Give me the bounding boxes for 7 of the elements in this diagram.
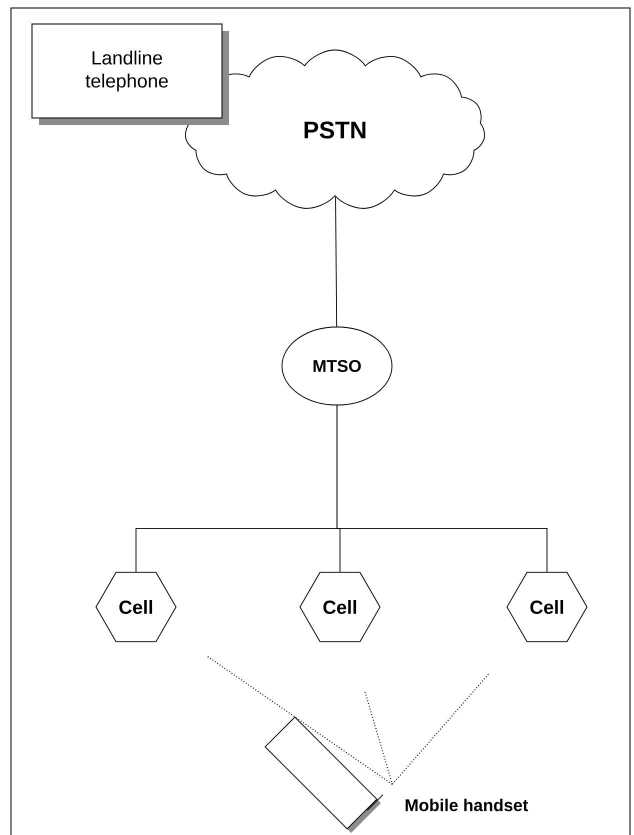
connector-line (364, 692, 393, 784)
handset-label: Mobile handset (406, 798, 528, 812)
handset-drawing (264, 716, 384, 833)
telephone-box: Landline telephone (32, 24, 229, 125)
connector-line (207, 656, 393, 785)
connector-line (392, 674, 489, 785)
network-cloud: PSTN (185, 50, 485, 209)
